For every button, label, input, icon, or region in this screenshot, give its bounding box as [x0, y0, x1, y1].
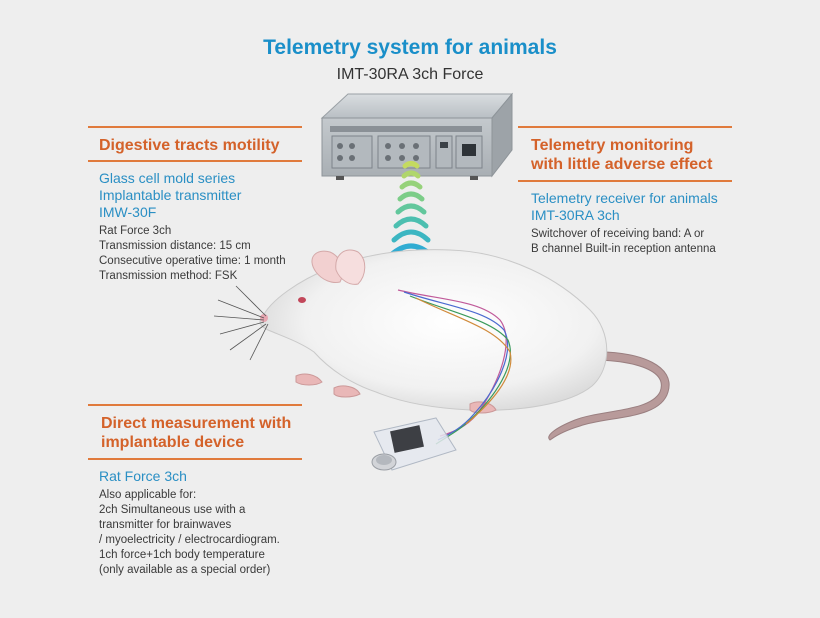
section-heading-direct-measurement: Direct measurement with implantable devi…	[101, 414, 291, 452]
detail-line: transmitter for brainwaves	[99, 519, 232, 531]
product-info-right-top: Telemetry receiver for animals IMT-30RA …	[531, 190, 718, 224]
detail-line: Switchover of receiving band: A or	[531, 228, 705, 240]
page-subtitle: IMT-30RA 3ch Force	[336, 66, 484, 83]
detail-line: Also applicable for:	[99, 489, 197, 501]
product-line: IMT-30RA 3ch	[531, 207, 620, 223]
detail-line: (only available as a special order)	[99, 564, 271, 576]
heading-line: with little adverse effect	[531, 156, 713, 173]
section-heading-monitoring: Telemetry monitoring with little adverse…	[531, 136, 712, 174]
detail-line: B channel Built-in reception antenna	[531, 243, 716, 255]
divider-left-top	[88, 126, 302, 128]
page-title: Telemetry system for animals	[263, 36, 557, 59]
product-line: Glass cell mold series	[99, 170, 236, 186]
detail-line: Transmission distance: 15 cm	[99, 240, 251, 252]
product-line: IMW-30F	[99, 204, 157, 220]
divider-left-bottom	[88, 404, 302, 406]
detail-line: Consecutive operative time: 1 month	[99, 255, 286, 267]
implantable-transmitter	[371, 417, 457, 471]
detail-line: Transmission method: FSK	[99, 270, 238, 282]
product-line: Implantable transmitter	[99, 187, 242, 203]
details-left-bottom: Also applicable for: 2ch Simultaneous us…	[99, 488, 280, 578]
heading-line: implantable device	[101, 434, 245, 451]
divider-left-bottom-bottom	[88, 458, 302, 460]
detail-line: / myoelectricity / electrocardiogram.	[99, 534, 280, 546]
product-info-left-top: Glass cell mold series Implantable trans…	[99, 170, 241, 221]
receiver-device	[320, 92, 514, 180]
divider-left-top-bottom	[88, 160, 302, 162]
detail-line: Rat Force 3ch	[99, 225, 172, 237]
rat-tail	[548, 351, 670, 441]
detail-line: 2ch Simultaneous use with a	[99, 504, 246, 516]
transmitter-wires	[397, 289, 512, 445]
rat-illustration	[213, 249, 608, 414]
detail-line: 1ch force+1ch body temperature	[99, 549, 265, 561]
product-line: Telemetry receiver for animals	[531, 190, 718, 206]
details-right-top: Switchover of receiving band: A or B cha…	[531, 227, 716, 257]
product-info-left-bottom: Rat Force 3ch	[99, 468, 187, 484]
section-heading-digestive: Digestive tracts motility	[99, 137, 280, 154]
details-left-top: Rat Force 3ch Transmission distance: 15 …	[99, 224, 286, 284]
heading-line: Direct measurement with	[101, 415, 292, 432]
heading-line: Telemetry monitoring	[531, 137, 694, 154]
divider-right-top	[518, 126, 732, 128]
divider-right-top-bottom	[518, 180, 732, 182]
